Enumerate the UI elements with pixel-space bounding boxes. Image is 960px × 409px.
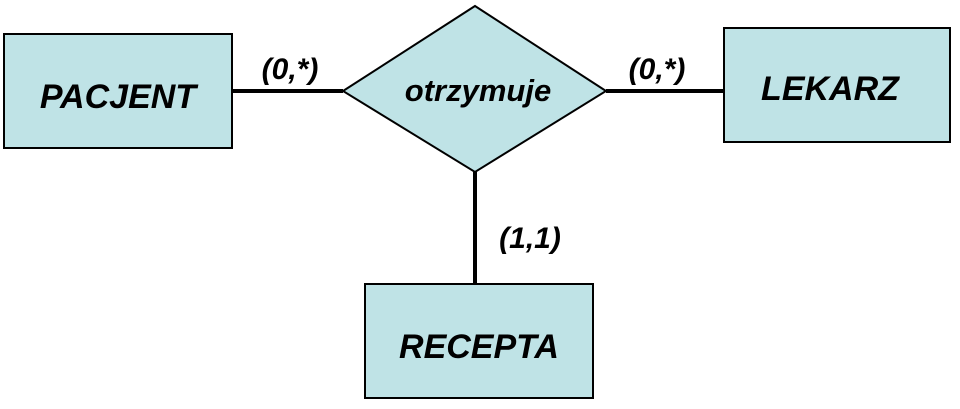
entity-lekarz-box xyxy=(723,27,951,143)
entity-recepta-box xyxy=(364,283,594,399)
entity-pacjent: PACJENT xyxy=(3,33,233,149)
relationship-otrzymuje: otrzymuje xyxy=(341,4,608,174)
relationship-diamond xyxy=(341,4,608,174)
entity-lekarz-label: LEKARZ xyxy=(761,70,900,108)
entity-recepta: RECEPTA xyxy=(364,283,594,399)
cardinality-recepta: (1,1) xyxy=(499,222,561,255)
relationship-label: otrzymuje xyxy=(405,73,551,108)
entity-recepta-label: RECEPTA xyxy=(399,328,559,366)
entity-pacjent-label: PACJENT xyxy=(40,78,199,116)
entity-pacjent-box xyxy=(3,33,233,149)
cardinality-lekarz: (0,*) xyxy=(629,53,686,86)
entity-lekarz: LEKARZ xyxy=(723,27,951,143)
cardinality-pacjent: (0,*) xyxy=(262,53,319,86)
